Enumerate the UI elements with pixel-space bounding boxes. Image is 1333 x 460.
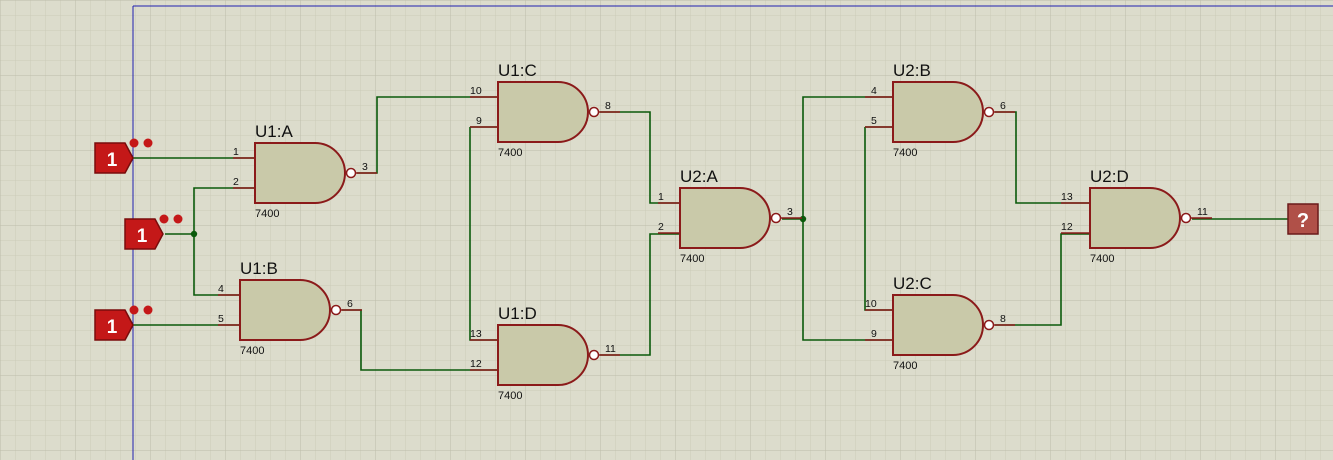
inverter-bubble <box>345 167 357 179</box>
inverter-bubble <box>1180 212 1192 224</box>
inverter-bubble <box>983 319 995 331</box>
logic-state-marker <box>173 214 183 224</box>
wire-u1d-u2a[interactable] <box>600 233 680 356</box>
gate-u2c[interactable]: U2:C 7400 10 9 8 <box>865 274 1015 372</box>
gate-u1a[interactable]: U1:A 7400 1 2 3 <box>233 122 377 220</box>
gate-u1d[interactable]: U1:D 7400 13 12 11 <box>470 304 620 402</box>
gate-type: 7400 <box>498 390 522 402</box>
gate-type: 7400 <box>240 345 264 357</box>
logic-probe-label: ? <box>1297 210 1309 232</box>
pin-number: 9 <box>871 328 877 340</box>
wire-node-u2b4[interactable] <box>802 96 893 219</box>
gate-u2b[interactable]: U2:B 7400 4 5 6 <box>865 61 1015 159</box>
pin-number: 1 <box>658 191 664 203</box>
logic-state-marker <box>159 214 169 224</box>
gate-type: 7400 <box>893 147 917 159</box>
pin-number: 2 <box>233 176 239 188</box>
pin-number: 3 <box>362 161 368 173</box>
gate-u1c[interactable]: U1:C 7400 10 9 8 <box>470 61 620 159</box>
logic-probe[interactable]: ? <box>1287 203 1319 235</box>
pin-number: 10 <box>865 298 877 310</box>
logic-source-label: 1 <box>137 226 148 247</box>
gate-name: U2:A <box>680 167 718 186</box>
inverter-bubble <box>983 106 995 118</box>
pin-number: 8 <box>605 100 611 112</box>
pin-number: 6 <box>347 298 353 310</box>
inverter-bubble <box>330 304 342 316</box>
pin-number: 9 <box>476 115 482 127</box>
pin-number: 6 <box>1000 100 1006 112</box>
gate-name: U1:C <box>498 61 537 80</box>
pin-number: 10 <box>470 85 482 97</box>
pin-number: 12 <box>1061 221 1073 233</box>
pin-number: 1 <box>233 146 239 158</box>
logic-state-marker <box>129 138 139 148</box>
wire-u2c-u2d[interactable] <box>995 233 1090 326</box>
gate-u2a[interactable]: U2:A 7400 1 2 3 <box>658 167 802 265</box>
inverter-bubble <box>588 349 600 361</box>
junction-dot <box>799 215 807 223</box>
pin-number: 5 <box>871 115 877 127</box>
pin-number: 5 <box>218 313 224 325</box>
logic-state-marker <box>143 138 153 148</box>
pin-number: 2 <box>658 221 664 233</box>
gate-name: U1:D <box>498 304 537 323</box>
gate-name: U1:B <box>240 259 278 278</box>
gate-type: 7400 <box>498 147 522 159</box>
inverter-bubble <box>588 106 600 118</box>
logic-state-marker <box>129 305 139 315</box>
gate-name: U1:A <box>255 122 293 141</box>
pin-number: 11 <box>1197 206 1208 218</box>
pin-number: 8 <box>1000 313 1006 325</box>
logic-source-label: 1 <box>107 150 118 171</box>
logic-source-3[interactable]: 1 <box>94 305 153 341</box>
gate-type: 7400 <box>255 208 279 220</box>
gate-type: 7400 <box>893 360 917 372</box>
gate-name: U2:C <box>893 274 932 293</box>
logic-source-label: 1 <box>107 317 118 338</box>
pin-number: 11 <box>605 343 616 355</box>
gate-name: U2:B <box>893 61 931 80</box>
logic-source-1[interactable]: 1 <box>94 138 153 174</box>
gate-type: 7400 <box>1090 253 1114 265</box>
pin-number: 4 <box>871 85 877 97</box>
gate-name: U2:D <box>1090 167 1129 186</box>
pin-number: 4 <box>218 283 224 295</box>
logic-source-2[interactable]: 1 <box>124 214 183 250</box>
gate-u2d[interactable]: U2:D 7400 13 12 11 <box>1061 167 1212 265</box>
pin-number: 13 <box>1061 191 1073 203</box>
inverter-bubble <box>770 212 782 224</box>
wire-node-u2c9[interactable] <box>802 219 893 341</box>
gate-type: 7400 <box>680 253 704 265</box>
junction-dot <box>190 230 198 238</box>
logic-state-marker <box>143 305 153 315</box>
gate-u1b[interactable]: U1:B 7400 4 5 6 <box>218 259 362 357</box>
pin-number: 13 <box>470 328 482 340</box>
pin-number: 12 <box>470 358 482 370</box>
pin-number: 3 <box>787 206 793 218</box>
